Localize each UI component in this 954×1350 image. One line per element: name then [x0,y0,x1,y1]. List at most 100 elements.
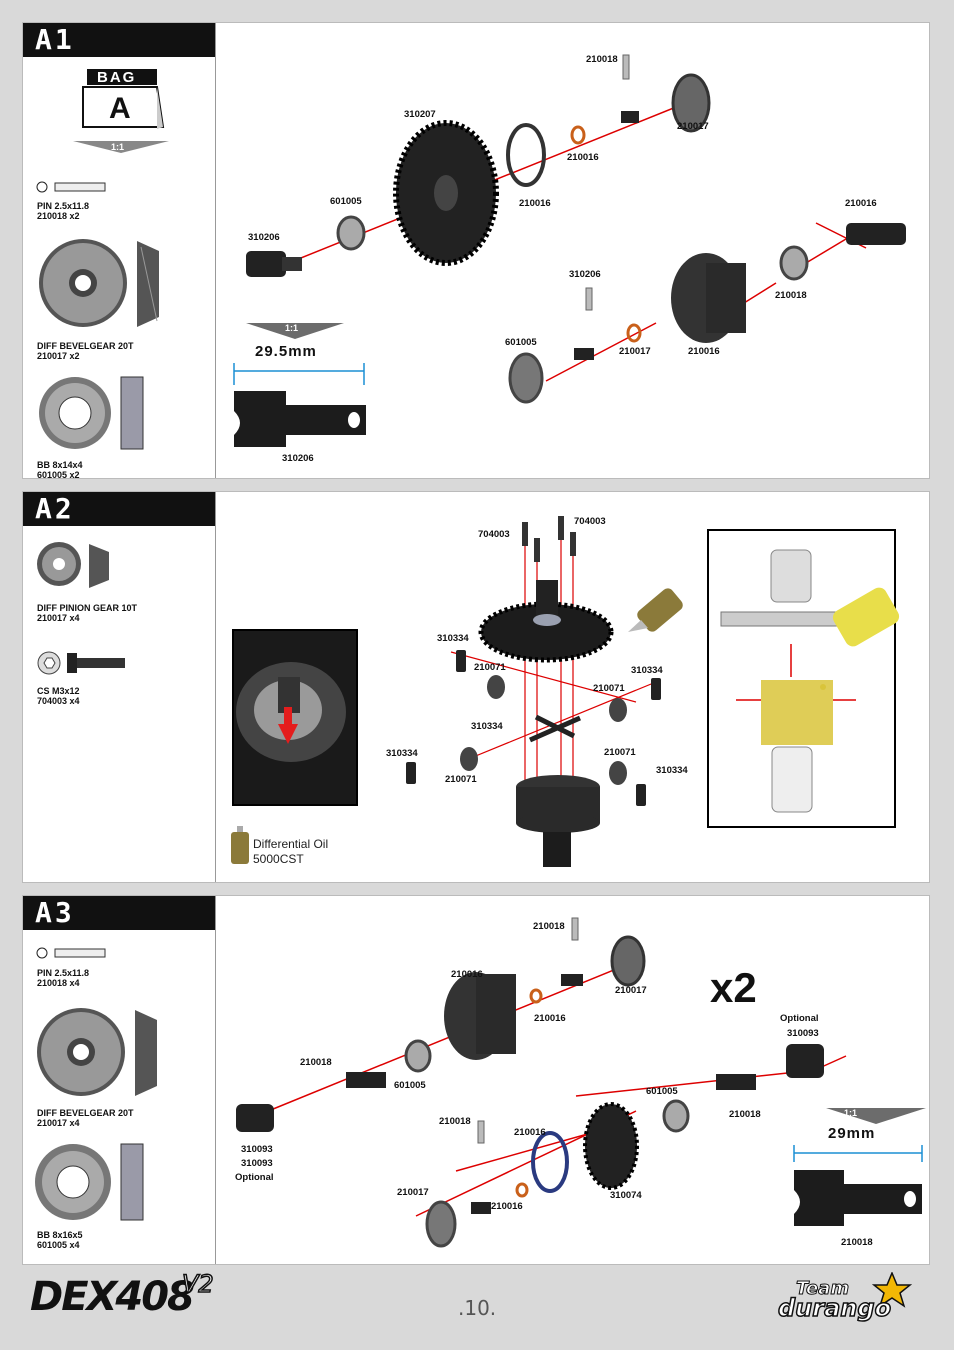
a3-part-pin-name: PIN 2.5x11.8 [37,968,90,978]
a3-spur-gear-icon [583,1102,639,1190]
bag-a-icon [73,69,169,153]
logo-version: V2 [181,1269,214,1299]
step-a2-section: A2 DIFF PINION GEAR 10T 210017 x4 CS M3x… [22,491,930,883]
bevel-lower-icon [508,352,544,404]
step-a1-section: A1 BAG A 1:1 PIN 2.5x11.8 210018 x2 DIFF… [22,22,930,480]
a3-part-bevel-name: DIFF BEVELGEAR 20T [37,1108,134,1118]
step-a3-title: A3 [23,896,215,930]
a3-callout: 210016 [491,1201,523,1212]
a3-callout: 210016 [534,1013,566,1024]
step-a1-diagram [233,54,906,447]
page-number: .10. [458,1296,497,1320]
pin-shaft-top-icon [621,111,639,123]
oring-top-icon [570,125,586,145]
oil-fill-inset-icon [720,549,900,813]
a1-callout: 210017 [677,121,709,132]
part-screw-name: CS M3x12 [37,686,80,696]
a2-callout: 210071 [474,662,506,673]
part-pin-code: 210018 x2 [37,211,80,221]
a1-callout: 310206 [569,269,601,280]
pin-icon [36,181,106,193]
a2-callout: 704003 [478,529,510,540]
oil-bottle-icon [231,826,249,864]
a3-callout: 310093 [241,1144,273,1155]
part-pinion-code: 210017 x4 [37,613,80,623]
optional-outdrive-right-icon [786,1044,824,1078]
pinion-gear-icon [37,542,109,588]
step-a3-diagram [236,917,926,1248]
optional-outdrive-left-icon [236,1104,274,1132]
a3-callout: 210016 [514,1127,546,1138]
a2-callout: 704003 [574,516,606,527]
bag-scale: 1:1 [111,142,125,152]
a3-measure: 29mm [828,1125,876,1142]
a3-callout: 210018 [300,1057,332,1068]
a1-callout: 210016 [845,198,877,209]
bevel-top-icon [671,73,711,133]
a3-outdrive-scale-icon [794,1170,922,1226]
a3-part-bearing-name: BB 8x16x5 [37,1230,83,1240]
spur-gear-icon [393,120,499,266]
a1-measure: 29.5mm [255,343,317,360]
a1-scale-label: 1:1 [285,323,299,333]
a2-diff-cup-icon [516,775,600,867]
oil-tube-icon [628,588,683,632]
bearing-left-icon [336,215,366,251]
a3-callout: 601005 [646,1086,678,1097]
logo-text: DEX408 [30,1274,195,1320]
a3-optional-right: Optional [780,1013,819,1024]
a3-part-bevel-code: 210017 x4 [37,1118,80,1128]
bag-label: BAG [97,69,137,86]
a3-scale-label: 1:1 [844,1108,858,1118]
a2-callout: 210071 [593,683,625,694]
a3-part-bearing-code: 601005 x4 [37,1240,80,1250]
a3-callout: 210018 [439,1116,471,1127]
a1-callout: 210016 [688,346,720,357]
a2-callout: 210071 [445,774,477,785]
oil-label: Differential Oil [253,837,329,851]
a3-optional-left: Optional [235,1172,274,1183]
a3-bearing-icon [35,1143,144,1221]
brand-line2: durango [777,1293,892,1323]
a3-callout: 210017 [397,1187,429,1198]
pin-lower-icon [585,287,593,311]
a2-callout: 310334 [471,721,503,732]
a3-optional-left-code: 310093 [241,1158,273,1169]
a3-multiplier: x2 [710,964,757,1011]
part-screw-code: 704003 x4 [37,696,80,706]
a3-callout: 601005 [394,1080,426,1091]
bearing-icon [39,376,144,450]
a1-callout: 210018 [586,54,618,65]
a1-callout: 310206 [282,453,314,464]
a3-callout: 210016 [451,969,483,980]
star-icon [872,1272,912,1308]
a1-callout: 210016 [519,198,551,209]
bag-letter: A [109,92,131,125]
a3-callout: 210017 [615,985,647,996]
part-pinion-name: DIFF PINION GEAR 10T [37,603,138,613]
a3-callout: 210018 [729,1109,761,1120]
a2-callout: 310334 [386,748,418,759]
pin-top-icon [622,54,630,80]
part-bevel-code: 210017 x2 [37,351,80,361]
a1-callout: 601005 [330,196,362,207]
bevel-gear-icon [39,239,159,327]
a1-callout: 210018 [775,290,807,301]
step-a2-sidebar: A2 DIFF PINION GEAR 10T 210017 x4 CS M3x… [23,492,216,882]
a3-bevel-gear-icon [37,1008,157,1096]
a3-part-pin-code: 210018 x4 [37,978,80,988]
diff-case-photo-icon [236,662,346,762]
a2-callout: 210071 [604,747,636,758]
step-a2-diagram [231,516,900,867]
gasket-top-icon [506,123,546,187]
a3-diff-case-icon [444,972,516,1060]
brand-line1: Team [795,1278,850,1300]
step-a1-title: A1 [23,23,215,57]
diff-case-icon [671,253,746,343]
a3-measure-code: 210018 [841,1237,873,1248]
team-durango-logo: Team durango [776,1272,936,1332]
a1-callout: 210017 [619,346,651,357]
bearing-right-icon [779,245,809,281]
a2-spur-gear-icon [478,580,614,663]
outdrive-scale-icon [234,391,366,447]
